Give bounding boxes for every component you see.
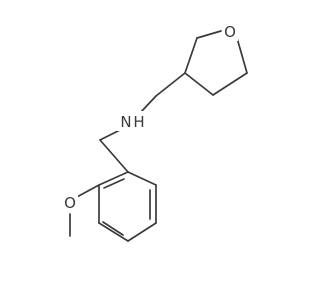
- methoxy-oxygen-label: O: [64, 194, 76, 212]
- ring-oxygen-label-bg: [222, 23, 238, 41]
- bond-aryl-o: [74, 184, 100, 199]
- amine-hydrogen-label: H: [133, 113, 144, 131]
- bond-ar-c3-c4: [127, 222, 157, 242]
- amine-nitrogen-label: N: [120, 113, 131, 131]
- bond-ar-inner-2: [102, 221, 124, 236]
- bond-ch2-aryl: [99, 139, 129, 173]
- bond-thf-c4-o: [196, 30, 222, 39]
- bond-ar-c4-c5: [98, 222, 129, 242]
- bond-ar-inner-3: [103, 178, 125, 189]
- bond-thf-c5-c2: [212, 72, 248, 96]
- bond-ch2-n: [140, 95, 157, 113]
- ring-oxygen-label: O: [224, 23, 236, 41]
- bond-ring-ch2: [155, 72, 186, 97]
- bond-ar-c6-c1: [98, 171, 129, 186]
- bond-n-ch2: [99, 129, 121, 141]
- methoxy-oxygen-label-bg: [62, 194, 78, 212]
- bond-thf-o-c5: [236, 37, 248, 74]
- structure-diagram: O N H O: [62, 23, 248, 242]
- bond-thf-c2-c3: [184, 72, 214, 96]
- amine-label-bg: [117, 111, 147, 131]
- bond-ar-c1-c2: [127, 171, 157, 186]
- bond-thf-c3-c4: [184, 37, 198, 74]
